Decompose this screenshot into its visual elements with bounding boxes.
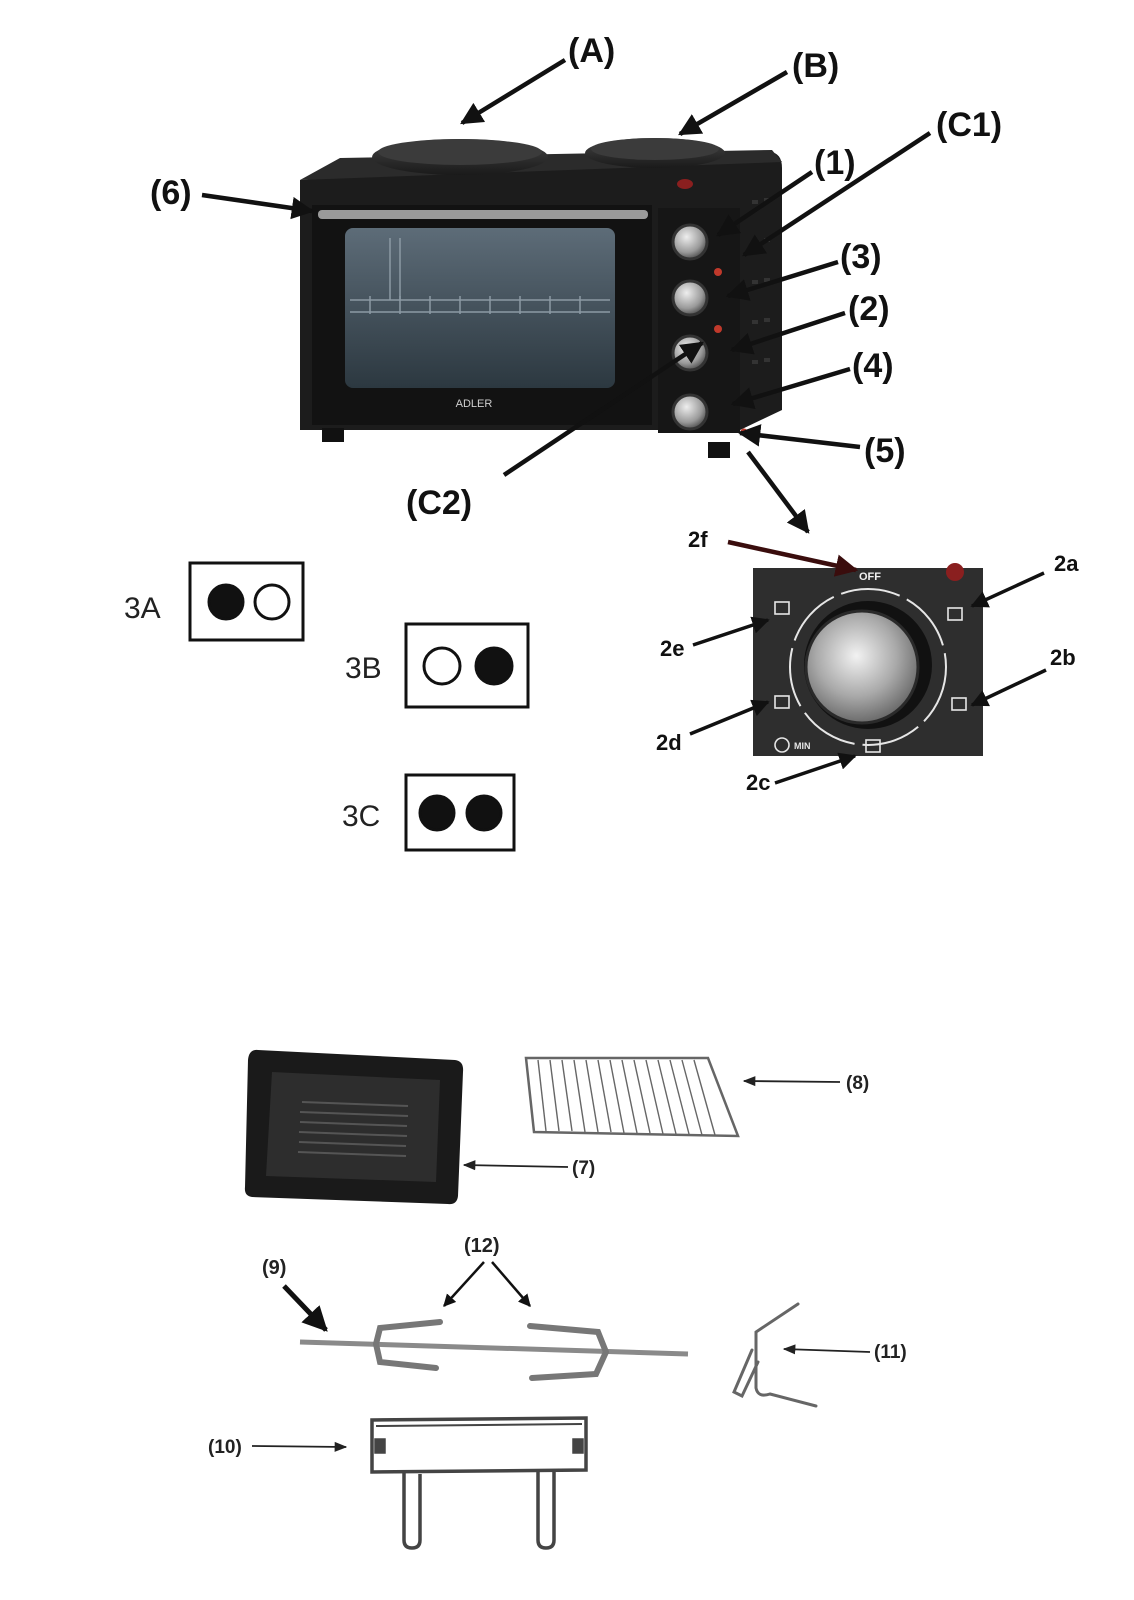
- label-5: (5): [864, 432, 906, 470]
- fork-left: [373, 1319, 443, 1371]
- label-2b: 2b: [1050, 645, 1076, 670]
- indicator-3a-label: 3A: [124, 592, 161, 625]
- mode-icon-2a: [947, 607, 963, 621]
- rotisserie-spit: [299, 1319, 689, 1381]
- indicator-3c: 3C: [342, 773, 516, 852]
- accessories: (7) (8): [208, 1049, 907, 1550]
- indicator-3b-left: [422, 646, 462, 686]
- label-3: (3): [840, 238, 882, 276]
- arrow-8: [742, 1076, 841, 1087]
- oven-callout-arrows: [201, 58, 932, 534]
- label-12: (12): [464, 1235, 500, 1257]
- mode-icon-2e: [774, 601, 790, 615]
- function-dial-detail: OFF MIN 2f 2a 2b 2c 2d 2e: [656, 527, 1079, 795]
- label-2: (2): [848, 290, 890, 328]
- label-10: (10): [208, 1437, 242, 1458]
- dial-min-text: MIN: [794, 741, 811, 751]
- mode-icon-2c: [865, 739, 881, 753]
- indicator-states: 3A 3B 3C: [124, 561, 530, 852]
- indicator-3c-label: 3C: [342, 800, 380, 833]
- label-1: (1): [814, 144, 856, 182]
- arrow-12-right: [491, 1261, 531, 1307]
- label-11: (11): [874, 1342, 907, 1363]
- dial-off-text: OFF: [859, 571, 881, 583]
- spit-support: [370, 1416, 588, 1550]
- wire-rack: [524, 1056, 740, 1138]
- label-c1: (C1): [936, 106, 1002, 144]
- indicator-light-c1: [714, 268, 722, 276]
- dial-scale-ring: [789, 588, 947, 746]
- arrow-12-left: [443, 1261, 485, 1307]
- label-9: (9): [262, 1257, 286, 1279]
- knob-4: [671, 393, 709, 431]
- mode-icon-2b: [951, 697, 967, 711]
- brand-logo: ADLER: [456, 398, 493, 410]
- mode-icon-2d: [774, 695, 790, 709]
- arrow-11: [782, 1344, 871, 1355]
- label-b: (B): [792, 47, 839, 85]
- dial-knob: [804, 609, 920, 725]
- label-c2: (C2): [406, 484, 472, 522]
- timer-icon: [774, 737, 790, 753]
- foot-left: [322, 428, 344, 442]
- foot-right: [708, 442, 730, 458]
- indicator-3a-right: [253, 583, 291, 621]
- label-4: (4): [852, 347, 894, 385]
- knob-3: [671, 279, 709, 317]
- indicator-3b-label: 3B: [345, 652, 382, 685]
- inner-rack: [350, 238, 610, 314]
- indicator-light-c2: [714, 325, 722, 333]
- removal-handle: [732, 1302, 818, 1408]
- indicator-3c-left: [418, 794, 456, 832]
- indicator-3a-left: [207, 583, 245, 621]
- label-6: (6): [150, 174, 192, 212]
- dial-corner-light: [946, 563, 964, 581]
- door-handle: [318, 210, 648, 219]
- arrow-9: [282, 1284, 328, 1332]
- baking-tray: [244, 1049, 464, 1205]
- label-7: (7): [572, 1158, 595, 1179]
- arrow-2f: [727, 539, 859, 577]
- arrow-10: [251, 1441, 348, 1452]
- fork-right: [527, 1323, 609, 1381]
- arrow-7: [462, 1160, 569, 1171]
- indicator-3b-right: [474, 646, 514, 686]
- oven-illustration: ADLER (A) (B) (C1) (1) (3): [150, 32, 1002, 534]
- label-2c: 2c: [746, 770, 770, 795]
- label-2a: 2a: [1054, 551, 1079, 576]
- label-8: (8): [846, 1073, 869, 1094]
- indicator-3a: 3A: [124, 561, 305, 642]
- indicator-3c-right: [465, 794, 503, 832]
- label-2f: 2f: [688, 527, 708, 552]
- knob-1: [671, 223, 709, 261]
- power-light: [677, 179, 693, 189]
- dial-callout-arrows: [689, 571, 1047, 785]
- indicator-3b: 3B: [345, 622, 530, 709]
- oven-window: [345, 228, 615, 388]
- label-2e: 2e: [660, 636, 684, 661]
- label-a: (A): [568, 32, 615, 70]
- label-2d: 2d: [656, 730, 682, 755]
